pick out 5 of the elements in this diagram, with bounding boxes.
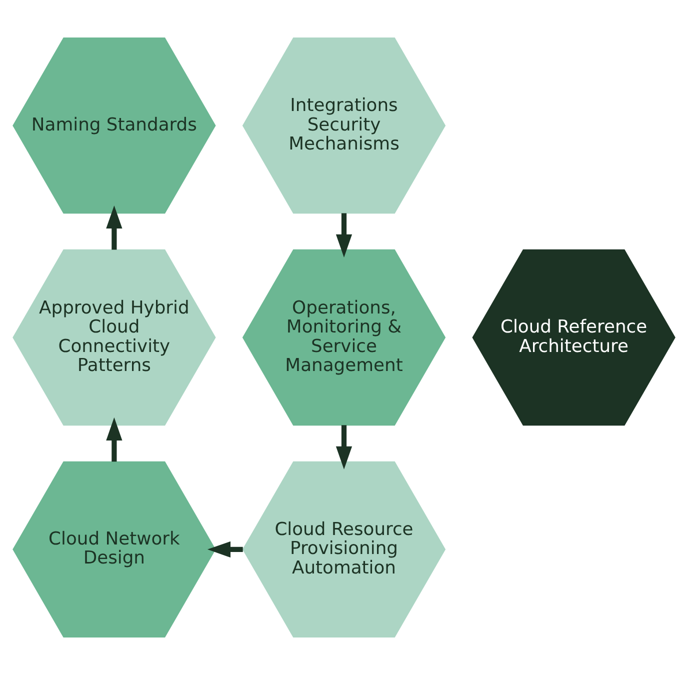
arrow: [336, 425, 352, 470]
arrow: [106, 205, 122, 250]
arrow: [336, 213, 352, 258]
arrow: [106, 417, 122, 462]
arrow: [207, 541, 243, 558]
